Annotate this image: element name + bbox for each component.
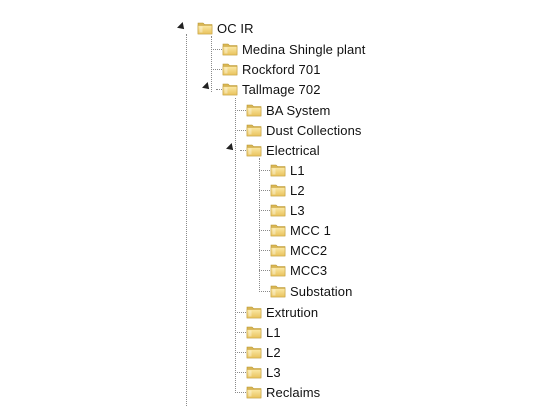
tree-node-folder[interactable]: L2	[246, 342, 281, 362]
folder-icon	[270, 284, 286, 298]
tree-connector	[259, 270, 270, 271]
tree-connector	[211, 49, 222, 50]
tree-node-label: Rockford 701	[242, 61, 321, 77]
tree-node-label: MCC 1	[290, 222, 331, 238]
folder-icon	[270, 223, 286, 237]
tree-connector	[259, 250, 270, 251]
tree-connector	[259, 190, 270, 191]
tree-connector	[259, 230, 270, 231]
tree-node-folder[interactable]: L3	[246, 362, 281, 382]
folder-icon	[270, 203, 286, 217]
tree-node-folder[interactable]: Dust Collections	[246, 120, 362, 140]
folder-icon	[270, 183, 286, 197]
tree-node-label: L3	[290, 202, 305, 218]
tree-connector	[211, 69, 222, 70]
tree-connector	[235, 352, 246, 353]
tree-node-label: MCC3	[290, 262, 328, 278]
folder-icon	[246, 123, 262, 137]
folder-icon	[270, 243, 286, 257]
tree-node-plant[interactable]: Rockford 701	[222, 59, 321, 79]
tree-node-folder[interactable]: Reclaims	[246, 382, 320, 402]
tree-node-folder[interactable]: MCC3	[270, 260, 327, 280]
tree-connector	[235, 392, 246, 393]
tree-node-folder[interactable]: Electrical	[246, 140, 320, 160]
tree-guide-electrical	[259, 158, 260, 292]
tree-guide-plants	[211, 36, 212, 92]
tree-guide-root	[186, 34, 187, 406]
tree-node-folder[interactable]: L2	[270, 180, 305, 200]
folder-icon	[270, 163, 286, 177]
tree-node-label: Tallmage 702	[242, 81, 321, 97]
folder-icon	[246, 345, 262, 359]
tree-connector	[235, 312, 246, 313]
tree-node-root[interactable]: OC IR	[197, 18, 254, 38]
tree-node-label: L3	[266, 364, 281, 380]
collapse-arrow-icon[interactable]	[177, 22, 187, 32]
tree-node-label: L2	[290, 182, 305, 198]
tree-node-label: Electrical	[266, 142, 320, 158]
tree-node-folder[interactable]: MCC 1	[270, 220, 331, 240]
tree-guide-tallmage	[235, 98, 236, 393]
tree-node-folder[interactable]: Substation	[270, 281, 352, 301]
folder-icon	[246, 365, 262, 379]
folder-icon	[246, 325, 262, 339]
tree-node-label: Reclaims	[266, 384, 321, 400]
tree-node-label: L1	[290, 162, 305, 178]
tree-connector	[216, 89, 222, 90]
folder-icon	[246, 385, 262, 399]
folder-icon	[246, 305, 262, 319]
tree-node-folder[interactable]: Extrution	[246, 302, 318, 322]
folder-icon	[246, 143, 262, 157]
folder-icon	[246, 103, 262, 117]
tree-node-plant[interactable]: Tallmage 702	[222, 79, 321, 99]
folder-icon	[197, 21, 213, 35]
tree-node-label: Substation	[290, 283, 353, 299]
tree-connector	[235, 372, 246, 373]
tree-node-label: Dust Collections	[266, 122, 362, 138]
tree-node-folder[interactable]: L1	[246, 322, 281, 342]
tree-connector	[235, 332, 246, 333]
tree-node-label: MCC2	[290, 242, 328, 258]
tree-connector	[235, 110, 246, 111]
tree-node-label: BA System	[266, 102, 331, 118]
tree-node-label: L1	[266, 324, 281, 340]
tree-connector	[240, 150, 246, 151]
folder-icon	[222, 42, 238, 56]
folder-icon	[270, 263, 286, 277]
folder-icon	[222, 82, 238, 96]
tree-connector	[259, 291, 270, 292]
tree-connector	[259, 170, 270, 171]
tree-connector	[235, 130, 246, 131]
tree-node-label: L2	[266, 344, 281, 360]
tree-node-folder[interactable]: MCC2	[270, 240, 327, 260]
tree-node-label: OC IR	[217, 20, 254, 36]
tree-node-plant[interactable]: Medina Shingle plant	[222, 39, 365, 59]
tree-node-folder[interactable]: L1	[270, 160, 305, 180]
tree-connector	[259, 210, 270, 211]
folder-icon	[222, 62, 238, 76]
tree-node-label: Medina Shingle plant	[242, 41, 366, 57]
tree-node-folder[interactable]: BA System	[246, 100, 330, 120]
tree-node-folder[interactable]: L3	[270, 200, 305, 220]
tree-node-label: Extrution	[266, 304, 319, 320]
